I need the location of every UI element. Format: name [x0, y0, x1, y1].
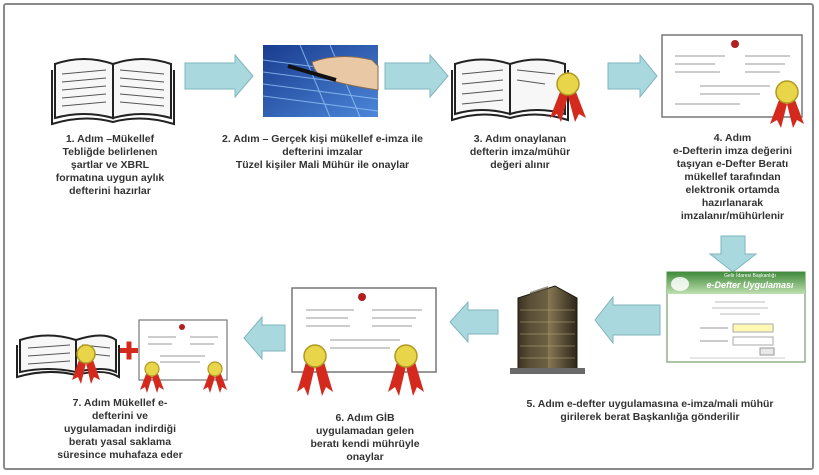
archived-book-icon	[16, 334, 120, 384]
sealed-book-icon	[451, 58, 586, 122]
step-2-label: 2. Adım – Gerçek kişi mükellef e-imza il…	[222, 133, 423, 171]
e-defter-app-screenshot	[666, 271, 806, 363]
open-book-icon-1	[51, 58, 175, 126]
plus-icon	[120, 341, 138, 360]
arrow-5-bld	[594, 295, 661, 345]
arrow-1-2	[184, 53, 254, 99]
step-5-label: 5. Adım e-defter uygulamasına e-imza/mal…	[526, 398, 774, 423]
arrow-bld-6	[449, 300, 499, 344]
screen-banner: Gelir İdaresi Başkanlığı e-Defter Uygula…	[700, 273, 800, 291]
arrow-4-5	[708, 235, 758, 273]
gib-approved-certificate-icon	[291, 287, 437, 396]
arrow-2-3	[384, 53, 449, 99]
signing-hand-image	[262, 44, 379, 118]
arrow-6-7	[243, 315, 286, 361]
arrow-3-4	[607, 53, 658, 99]
berat-certificate-icon-4	[661, 34, 804, 128]
gib-building-icon	[510, 285, 585, 374]
screen-subtitle: Gelir İdaresi Başkanlığı	[724, 273, 776, 279]
archived-certificate-icon	[138, 319, 228, 393]
screen-title: e-Defter Uygulaması	[706, 280, 794, 290]
